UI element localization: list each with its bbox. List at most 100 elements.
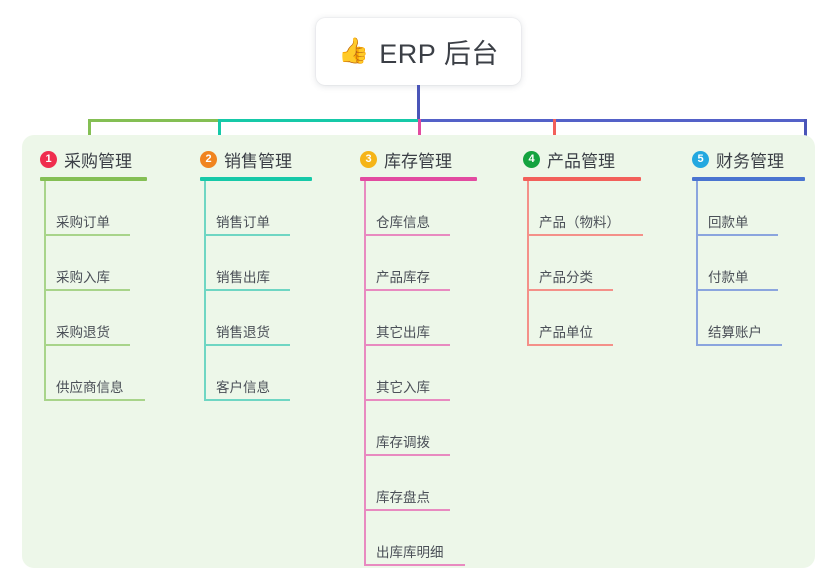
leaf-item-underline [364, 289, 450, 291]
column-spine [204, 181, 206, 401]
column-underline [200, 177, 312, 181]
leaf-item-label: 产品分类 [539, 270, 593, 285]
leaf-item-underline [44, 234, 130, 236]
leaf-item-label: 仓库信息 [376, 215, 430, 230]
leaf-item-underline [44, 399, 145, 401]
leaf-item[interactable]: 产品（物料） [505, 181, 643, 236]
drop-sales [218, 119, 221, 145]
column-title: 采购管理 [64, 151, 132, 171]
column-header-产品管理[interactable]: 4 产品管理 [505, 147, 641, 171]
leaf-item-label: 销售订单 [216, 215, 270, 230]
leaf-item-underline [364, 509, 450, 511]
leaf-item-label: 销售退货 [216, 325, 270, 340]
leaf-item-label: 结算账户 [708, 325, 762, 340]
leaf-item-label: 采购退货 [56, 325, 110, 340]
leaf-item[interactable]: 销售退货 [182, 291, 312, 346]
leaf-item-underline [527, 289, 613, 291]
column-underline [40, 177, 147, 181]
column-header-库存管理[interactable]: 3 库存管理 [342, 147, 477, 171]
leaf-item-underline [364, 454, 450, 456]
leaf-item[interactable]: 采购退货 [22, 291, 147, 346]
leaf-item-label: 采购入库 [56, 270, 110, 285]
leaf-item-label: 库存盘点 [376, 490, 430, 505]
column-title: 产品管理 [547, 151, 615, 171]
leaf-item[interactable]: 仓库信息 [342, 181, 477, 236]
drop-inventory [418, 119, 421, 145]
leaf-item-underline [204, 399, 290, 401]
segment-blue [418, 119, 806, 122]
leaf-item-label: 销售出库 [216, 270, 270, 285]
leaf-item[interactable]: 销售出库 [182, 236, 312, 291]
root-node-erp-backend[interactable]: 👍 ERP 后台 [316, 18, 521, 85]
leaf-item[interactable]: 回款单 [674, 181, 805, 236]
leaf-item-label: 其它入库 [376, 380, 430, 395]
segment-green [88, 119, 220, 122]
leaf-item-underline [204, 289, 290, 291]
leaf-item[interactable]: 供应商信息 [22, 346, 147, 401]
column-items: 产品（物料） 产品分类产品单位 [505, 181, 643, 346]
root-stem-connector [417, 85, 420, 120]
leaf-item[interactable]: 采购入库 [22, 236, 147, 291]
segment-teal [218, 119, 420, 122]
leaf-item[interactable]: 其它出库 [342, 291, 477, 346]
leaf-item[interactable]: 结算账户 [674, 291, 805, 346]
column-spine [364, 181, 366, 566]
leaf-item-underline [696, 289, 778, 291]
column-items: 回款单付款单结算账户 [674, 181, 805, 346]
column-采购管理: 1 采购管理采购订单采购入库采购退货供应商信息 [22, 147, 147, 401]
column-header-销售管理[interactable]: 2 销售管理 [182, 147, 312, 171]
column-header-采购管理[interactable]: 1 采购管理 [22, 147, 147, 171]
leaf-item-label: 产品（物料） [539, 215, 620, 230]
leaf-item[interactable]: 库存调拨 [342, 401, 477, 456]
column-badge-3: 3 [360, 150, 377, 168]
column-title: 库存管理 [384, 151, 452, 171]
leaf-item-underline [204, 344, 290, 346]
column-badge-1: 1 [40, 150, 57, 168]
column-header-财务管理[interactable]: 5 财务管理 [674, 147, 805, 171]
column-财务管理: 5 财务管理回款单付款单结算账户 [674, 147, 805, 346]
column-spine [527, 181, 529, 346]
leaf-item[interactable]: 产品库存 [342, 236, 477, 291]
column-items: 仓库信息产品库存其它出库其它入库库存调拨库存盘点出库库明细 [342, 181, 477, 566]
leaf-item-underline [44, 289, 130, 291]
leaf-item-label: 付款单 [708, 270, 749, 285]
thumbs-up-icon: 👍 [338, 37, 370, 65]
leaf-item[interactable]: 产品分类 [505, 236, 641, 291]
leaf-item-underline [364, 564, 465, 566]
leaf-item[interactable]: 产品单位 [505, 291, 641, 346]
leaf-item-label: 供应商信息 [56, 380, 124, 395]
leaf-item[interactable]: 出库库明细 [342, 511, 477, 566]
leaf-item-underline [527, 234, 643, 236]
column-badge-5: 5 [692, 150, 709, 168]
leaf-item-underline [696, 344, 782, 346]
drop-product [553, 119, 556, 145]
column-title: 财务管理 [716, 151, 784, 171]
column-产品管理: 4 产品管理产品（物料） 产品分类产品单位 [505, 147, 643, 346]
column-spine [696, 181, 698, 346]
column-underline [523, 177, 641, 181]
column-badge-4: 4 [523, 150, 540, 168]
column-underline [360, 177, 477, 181]
column-underline [692, 177, 805, 181]
column-items: 销售订单销售出库销售退货客户信息 [182, 181, 312, 401]
column-销售管理: 2 销售管理销售订单销售出库销售退货客户信息 [182, 147, 312, 401]
leaf-item-label: 其它出库 [376, 325, 430, 340]
column-title: 销售管理 [224, 151, 292, 171]
leaf-item[interactable]: 其它入库 [342, 346, 477, 401]
drop-purchase [88, 119, 91, 145]
leaf-item-underline [44, 344, 130, 346]
leaf-item-label: 产品单位 [539, 325, 593, 340]
column-spine [44, 181, 46, 401]
leaf-item-label: 出库库明细 [376, 545, 444, 560]
leaf-item-label: 产品库存 [376, 270, 430, 285]
column-badge-2: 2 [200, 150, 217, 168]
leaf-item[interactable]: 采购订单 [22, 181, 147, 236]
leaf-item[interactable]: 客户信息 [182, 346, 312, 401]
leaf-item[interactable]: 库存盘点 [342, 456, 477, 511]
leaf-item[interactable]: 付款单 [674, 236, 805, 291]
column-库存管理: 3 库存管理仓库信息产品库存其它出库其它入库库存调拨库存盘点出库库明细 [342, 147, 477, 566]
leaf-item-label: 客户信息 [216, 380, 270, 395]
leaf-item-underline [364, 344, 450, 346]
leaf-item[interactable]: 销售订单 [182, 181, 312, 236]
